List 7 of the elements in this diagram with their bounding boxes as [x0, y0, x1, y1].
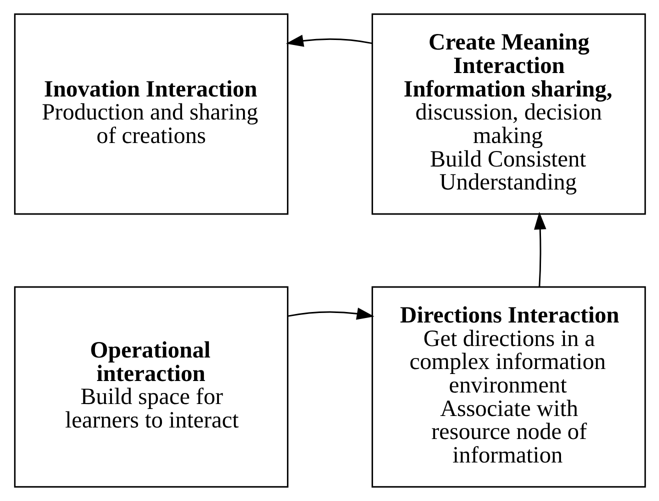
arrow [287, 308, 374, 320]
node-box: Directions Interaction Get directions in a complex information environment Associate with resource node of information [371, 286, 646, 488]
arrow [534, 212, 546, 287]
node-box: Inovation Interaction Production and sharing of creations [14, 13, 288, 215]
node-box: Create Meaning Interaction Information sharing, discussion, decision making Build Consistent Understanding [371, 13, 646, 215]
node-box: Operational interaction Build space for learners to interact [14, 286, 288, 488]
arrow [285, 34, 372, 47]
